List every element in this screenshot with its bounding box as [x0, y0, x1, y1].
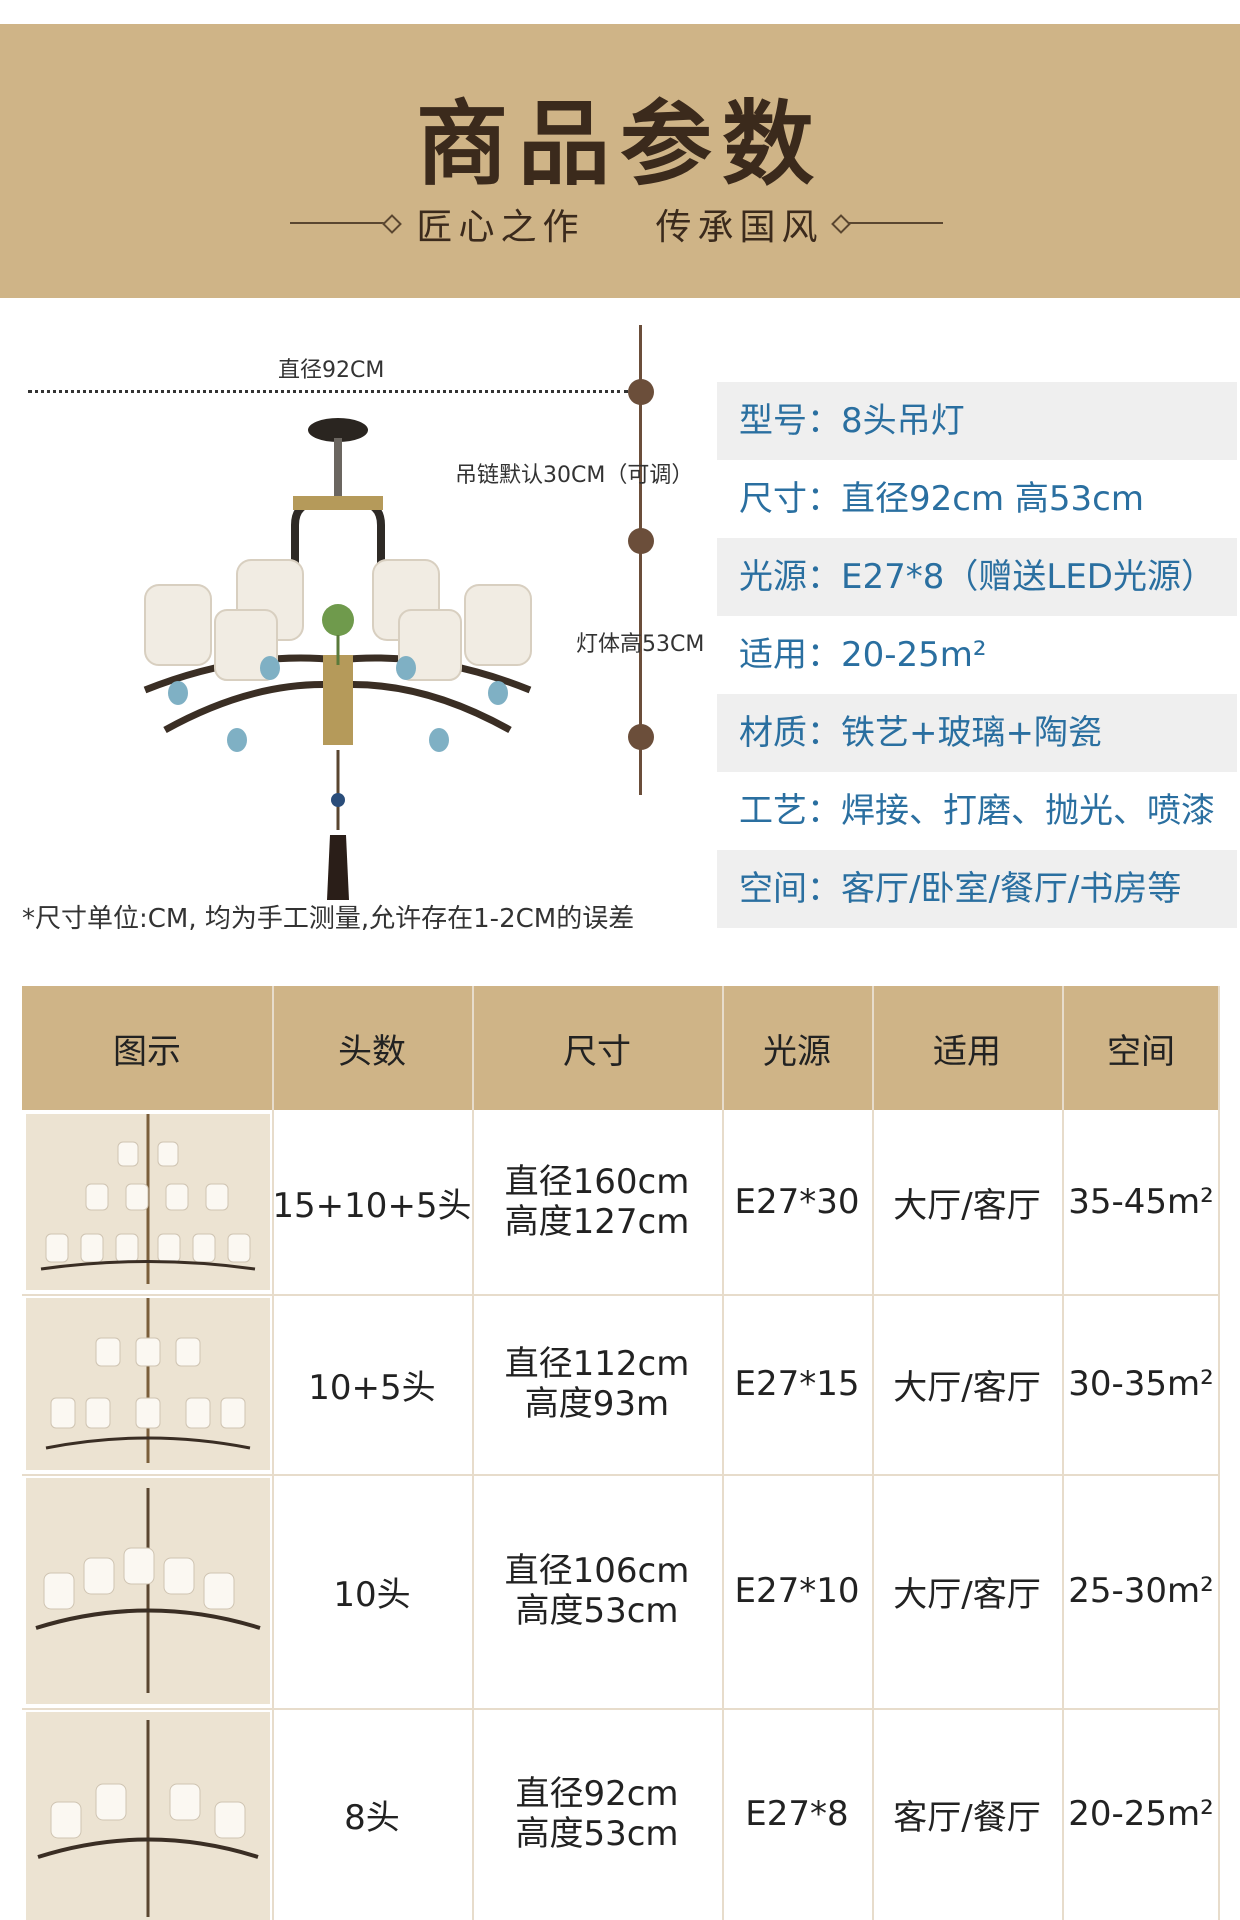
column-divider: [472, 986, 474, 1920]
diameter-line: [28, 390, 628, 393]
column-divider: [1062, 986, 1064, 1920]
table-cell-room: 客厅/餐厅: [893, 1797, 1041, 1838]
row-divider: [22, 1708, 1220, 1710]
column-divider: [872, 986, 874, 1920]
table-header-image: 图示: [113, 1031, 181, 1072]
dimension-dot-mid: [628, 528, 654, 554]
spec-row-material: 材质：铁艺+玻璃+陶瓷: [717, 694, 1237, 772]
subtitle-right: 传承国风: [655, 207, 824, 248]
product-thumbnail: [26, 1114, 270, 1290]
dimension-diagram: 直径92CM 吊链默认30CM（可调） 灯体高53CM: [0, 300, 720, 960]
row-divider: [22, 1474, 1220, 1476]
product-thumbnail: [26, 1712, 270, 1920]
subtitle-left: 匠心之作: [416, 207, 585, 248]
height-line: [639, 325, 642, 795]
table-header: [22, 986, 1220, 1110]
table-cell-room: 大厅/客厅: [893, 1367, 1041, 1408]
spec-row-area: 适用：20-25m²: [739, 635, 987, 675]
table-cell-heads: 15+10+5头: [272, 1185, 472, 1226]
table-cell-room: 大厅/客厅: [893, 1185, 1041, 1226]
table-cell-area: 30-35m²: [1068, 1364, 1214, 1404]
chain-label: 吊链默认30CM（可调）: [455, 463, 694, 488]
table-cell-area: 20-25m²: [1068, 1794, 1214, 1834]
measurement-note: *尺寸单位:CM, 均为手工测量,允许存在1-2CM的误差: [22, 904, 635, 934]
table-cell-light: E27*30: [734, 1182, 860, 1222]
table-header-room: 适用: [933, 1031, 1001, 1072]
spec-row-space: 空间：客厅/卧室/餐厅/书房等: [717, 850, 1237, 928]
body-height-label: 灯体高53CM: [576, 632, 705, 657]
table-cell-room: 大厅/客厅: [893, 1574, 1041, 1615]
table-cell-light: E27*10: [734, 1571, 860, 1611]
table-cell-area: 35-45m²: [1068, 1182, 1214, 1222]
table-header-light: 光源: [763, 1031, 831, 1072]
column-divider: [722, 986, 724, 1920]
spec-row-model: 型号：8头吊灯: [717, 382, 1237, 460]
column-divider: [272, 986, 274, 1920]
decorative-line-right: [848, 222, 943, 224]
banner-subtitle: 匠心之作 传承国风: [0, 198, 1240, 250]
table-cell-heads: 10头: [333, 1574, 411, 1615]
table-cell-area: 25-30m²: [1068, 1571, 1214, 1611]
decorative-line-left: [290, 222, 385, 224]
product-thumbnail: [26, 1478, 270, 1704]
spec-row-light: 光源：E27*8（赠送LED光源）: [717, 538, 1237, 616]
chandelier-image: [143, 418, 532, 900]
spec-row-craft: 工艺：焊接、打磨、抛光、喷漆: [739, 791, 1215, 831]
page-title: 商品参数: [415, 90, 824, 198]
table-cell-heads: 10+5头: [308, 1367, 436, 1408]
header-banner: 商品参数 匠心之作 传承国风: [0, 24, 1240, 298]
table-cell-heads: 8头: [344, 1797, 400, 1838]
dimension-dot-top: [628, 379, 654, 405]
row-divider: [22, 1294, 1220, 1296]
dimension-dot-bottom: [628, 724, 654, 750]
product-thumbnail: [26, 1298, 270, 1470]
table-cell-light: E27*15: [734, 1364, 860, 1404]
diameter-label: 直径92CM: [278, 358, 385, 383]
column-divider: [1218, 986, 1220, 1920]
table-header-area: 空间: [1107, 1031, 1175, 1072]
table-header-heads: 头数: [338, 1031, 406, 1072]
table-header-size: 尺寸: [563, 1031, 631, 1072]
spec-row-size: 尺寸：直径92cm 高53cm: [739, 479, 1144, 519]
table-cell-light: E27*8: [745, 1794, 849, 1834]
